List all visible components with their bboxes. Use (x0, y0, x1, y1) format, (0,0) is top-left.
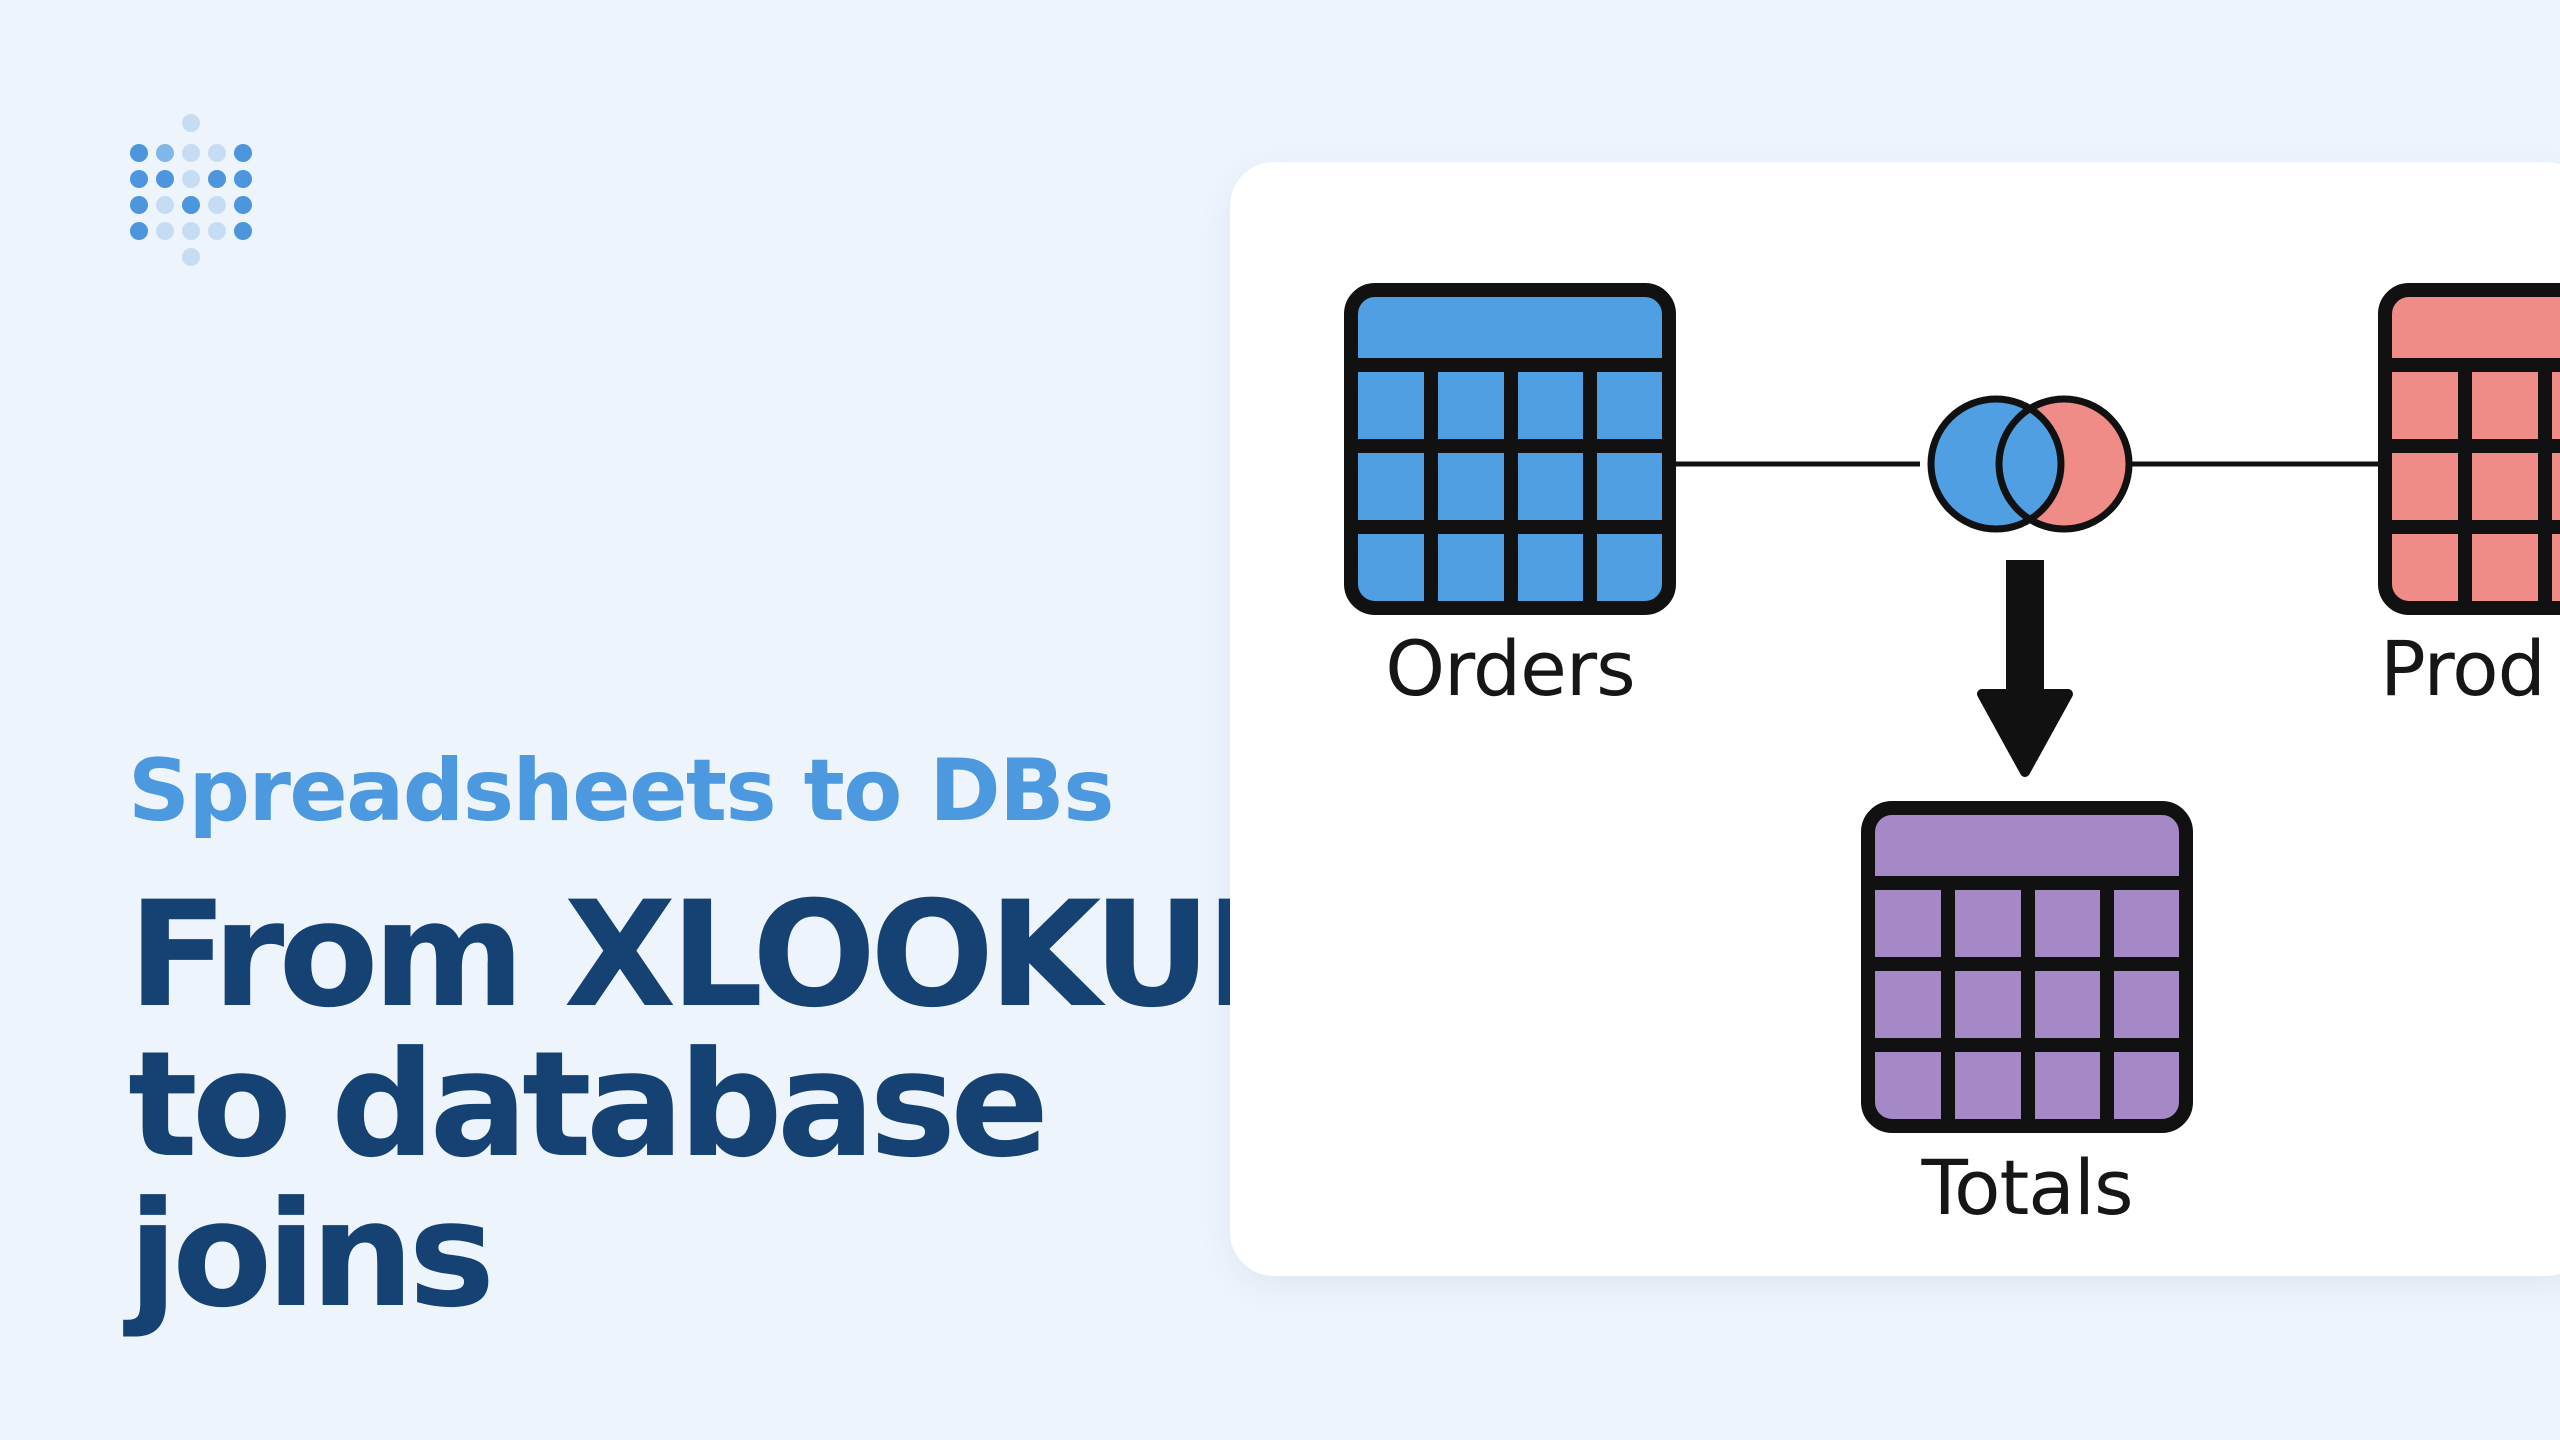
orders-table-icon (1344, 283, 1676, 615)
brand-logo-icon (126, 110, 266, 280)
products-table-icon (2378, 283, 2560, 615)
arrow-down-icon (1977, 560, 2073, 777)
venn-join-icon (1927, 395, 2133, 533)
orders-label: Orders (1385, 624, 1635, 713)
join-diagram-card: Orders Prod (1230, 162, 2560, 1276)
headline-line-3: joins (128, 1170, 495, 1340)
headline: From XLOOKUP to database joins (128, 870, 1312, 1340)
venn-intersection (1999, 399, 2061, 529)
totals-label: Totals (1920, 1143, 2132, 1232)
headline-line-1: From XLOOKUP (128, 870, 1312, 1040)
headline-line-2: to database (128, 1020, 1049, 1190)
totals-table-icon (1861, 801, 2193, 1133)
products-label: Prod (2380, 624, 2545, 713)
eyebrow-title: Spreadsheets to DBs (128, 741, 1114, 841)
